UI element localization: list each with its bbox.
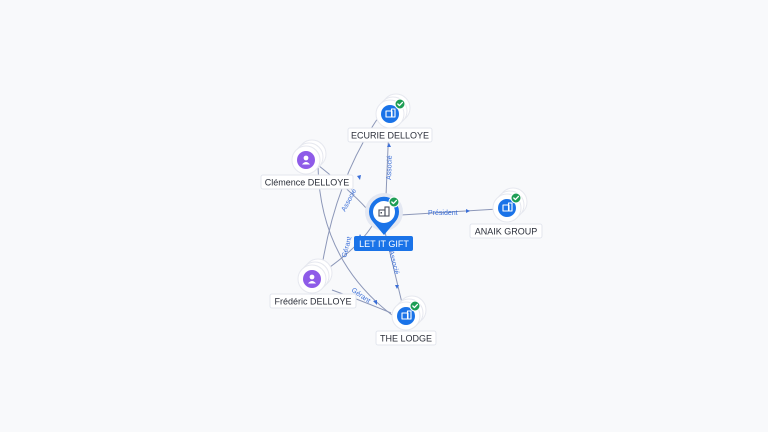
center-label: LET IT GIFT	[359, 239, 409, 249]
verified-check-icon	[409, 300, 421, 312]
edge-label-center-lodge: Associé	[387, 250, 400, 276]
edge-center-anaik[interactable]	[400, 208, 499, 216]
node-label-ecurie: ECURIE DELLOYE	[351, 131, 429, 141]
edge-label-center-ecurie: Associé	[386, 155, 394, 180]
edge-label-center-anaik: Président	[428, 210, 458, 217]
edge-arrow-icon	[466, 209, 470, 213]
edge-arrow-icon	[395, 285, 399, 289]
node-frederic-delloye[interactable]: Frédéric DELLOYE	[269, 258, 357, 309]
person-icon	[302, 155, 310, 165]
verified-check-icon	[510, 192, 522, 204]
verified-check-icon	[394, 98, 406, 110]
edge-frederic-lodge[interactable]	[331, 289, 392, 314]
center-label-box	[354, 236, 413, 251]
node-the-lodge[interactable]: THE LODGE	[375, 295, 437, 346]
building-icon	[385, 108, 396, 118]
building-icon	[401, 310, 412, 320]
edge-arrow-icon	[387, 143, 391, 147]
node-clemence-delloye[interactable]: Clémence DELLOYE	[260, 139, 354, 190]
node-anaik-group[interactable]: ANAIK GROUP	[469, 187, 543, 239]
node-label-anaik: ANAIK GROUP	[475, 227, 538, 237]
company-icon	[378, 206, 390, 217]
node-label-lodge: THE LODGE	[380, 334, 432, 344]
node-ecurie-delloye[interactable]: ECURIE DELLOYE	[347, 93, 433, 143]
node-label-clemence: Clémence DELLOYE	[265, 178, 350, 188]
edge-arrow-icon	[373, 300, 377, 305]
edge-label-frederic-center: Gérant	[341, 236, 353, 259]
node-label-box	[347, 127, 433, 143]
edge-label-clemence-center: Associé	[341, 188, 359, 213]
node-label-box	[469, 223, 543, 239]
node-label-frederic: Frédéric DELLOYE	[274, 297, 351, 307]
node-label-box	[260, 174, 354, 190]
person-icon	[308, 274, 316, 284]
node-label-box	[375, 330, 437, 346]
building-icon	[502, 202, 513, 212]
verified-check-icon	[388, 196, 400, 208]
edges: Associé Président Associé Associé Gérant…	[313, 117, 499, 316]
edge-arrow-icon	[357, 175, 361, 180]
node-label-box	[269, 293, 357, 309]
node-let-it-gift[interactable]: LET IT GIFT	[354, 193, 413, 251]
